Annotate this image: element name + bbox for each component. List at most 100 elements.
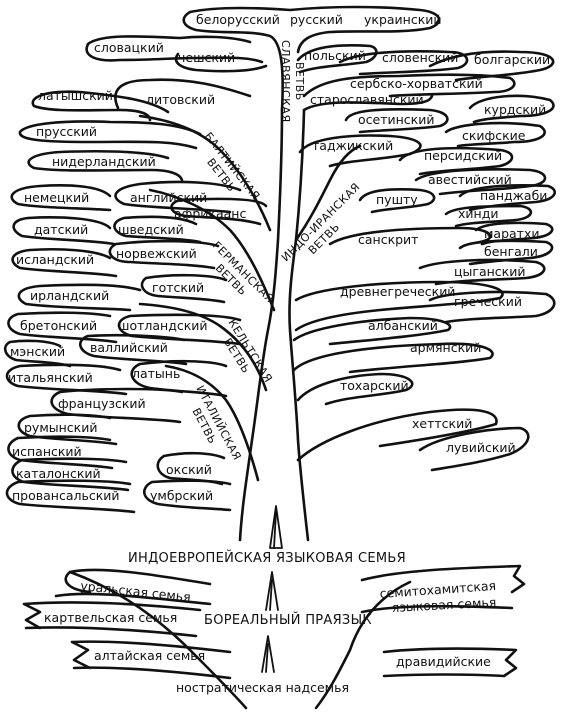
umbrian-leaf: [143, 479, 232, 512]
label-czech: чешский: [178, 50, 235, 65]
label-lithuanian: литовский: [146, 92, 215, 107]
label-panjabi: панджаби: [480, 188, 547, 203]
label-oscan: окский: [166, 462, 212, 477]
germanic-branch-outline: [148, 188, 276, 312]
label-marathi: маратхи: [484, 226, 540, 241]
label-catalan: каталонский: [16, 466, 101, 481]
baltic-branch-outline: [138, 114, 272, 232]
latin-leaf: [130, 359, 228, 398]
label-sanskrit: санскрит: [358, 232, 418, 247]
label-danish: датский: [34, 222, 88, 237]
label-hindi: хинди: [458, 206, 498, 221]
trunk-left-edge: [238, 108, 284, 542]
label-uralic: уральская семья: [80, 578, 192, 605]
gypsy-leaf: [418, 258, 546, 286]
label-semitohamitic-2: языковая семья: [391, 595, 496, 615]
label-bengali: бенгали: [484, 244, 538, 259]
label-armenian: армянский: [410, 340, 481, 355]
tajik-leaf: [298, 134, 422, 168]
kartvelian-ribbon: [22, 601, 202, 638]
label-gothic: готский: [152, 280, 204, 295]
luwian-leaf: [418, 426, 530, 472]
scythian-leaf: [444, 121, 546, 148]
ossetian-leaf: [344, 108, 449, 134]
semitohamitic-ribbon: [360, 564, 526, 614]
label-manx: мэнский: [10, 344, 65, 359]
label-italian: итальянский: [8, 370, 93, 385]
label-icelandic: исландский: [16, 252, 94, 267]
uralic-ribbon: [54, 568, 212, 606]
label-prussian: прусский: [36, 124, 97, 139]
serbocroatian-leaf: [302, 73, 516, 98]
french-leaf: [50, 387, 184, 424]
sanskrit-leaf: [328, 226, 492, 246]
german-leaf: [10, 184, 112, 212]
label-avestan: авестийский: [428, 172, 512, 187]
label-altaic: алтайская семья: [94, 648, 205, 663]
label-tajik: таджикский: [312, 138, 393, 153]
breton-leaf: [7, 311, 118, 344]
label-gypsy: цыганский: [454, 264, 525, 279]
tocharian-leaf: [296, 372, 414, 406]
arrow-lower: [261, 635, 275, 673]
arrow-upper: [269, 505, 283, 549]
altaic-ribbon: [70, 640, 232, 680]
slovenian-leaf: [338, 50, 469, 76]
branch-label-italic: ИТАЛИЙСКАЯ ВЕТВЬ: [189, 383, 243, 462]
label-pashto: пушту: [376, 192, 418, 207]
arrow-middle: [265, 571, 279, 611]
label-ukrainian: украинский: [364, 12, 442, 27]
label-german: немецкий: [24, 190, 89, 205]
label-oldslavonic: старославянский: [310, 92, 424, 107]
root-left-outline: [64, 570, 248, 710]
label-ossetian: осетинский: [358, 112, 434, 127]
pashto-leaf: [358, 188, 436, 214]
dravidian-ribbon: [382, 647, 518, 678]
gothic-leaf: [140, 273, 228, 304]
label-romanian: румынский: [24, 420, 97, 435]
label-latvian: латышский: [38, 88, 113, 103]
branch-slavic-line2: ВЕТВЬ: [293, 62, 306, 101]
label-serbocroatian: сербско-хорватский: [350, 76, 483, 91]
label-breton: бретонский: [20, 318, 97, 333]
label-persian: персидский: [424, 148, 502, 163]
hittite-leaf: [296, 408, 498, 462]
label-spanish: испанский: [12, 444, 82, 459]
norwegian-leaf: [108, 239, 220, 270]
latvian-leaf: [31, 90, 170, 122]
label-english: английский: [130, 190, 207, 205]
label-latin: латынь: [132, 366, 180, 381]
label-dravidian: дравидийские: [396, 654, 491, 669]
label-nostratic: ностратическая надсемья: [176, 680, 349, 695]
branch-slavic-line1: СЛАВЯНСКАЯ: [279, 40, 292, 123]
label-greek: греческий: [454, 294, 522, 309]
afrikaans-leaf: [170, 197, 268, 226]
irish-leaf: [17, 283, 142, 312]
label-tocharian: тохарский: [340, 378, 409, 393]
czech-leaf: [174, 52, 268, 73]
dutch-leaf: [27, 149, 184, 182]
prussian-leaf: [18, 120, 202, 150]
icelandic-leaf: [11, 247, 118, 278]
label-boreal: БОРЕАЛЬНЫЙ ПРАЯЗЫК: [204, 612, 372, 628]
romanian-leaf: [17, 413, 118, 446]
provencal-leaf: [5, 479, 136, 514]
label-albanian: албанский: [368, 318, 438, 333]
root-right-outline: [314, 580, 412, 710]
label-umbrian: умбрский: [150, 488, 213, 503]
branch-label-slavic: СЛАВЯНСКАЯ ВЕТВЬ: [279, 40, 306, 123]
label-russian: русский: [290, 12, 343, 27]
indoiranian-branch-outline: [294, 144, 362, 242]
armenian-leaf: [292, 342, 494, 374]
label-slovenian: словенский: [382, 50, 458, 65]
danish-leaf: [12, 216, 116, 246]
scottish-leaf: [117, 313, 242, 346]
label-ancientgreek: древнегреческий: [340, 284, 455, 299]
slovak-leaf: [85, 35, 264, 64]
label-swedish: шведский: [118, 222, 184, 237]
label-welsh: валлийский: [90, 340, 168, 355]
greek-leaf: [294, 280, 504, 332]
label-scottish: шотландский: [118, 318, 208, 333]
